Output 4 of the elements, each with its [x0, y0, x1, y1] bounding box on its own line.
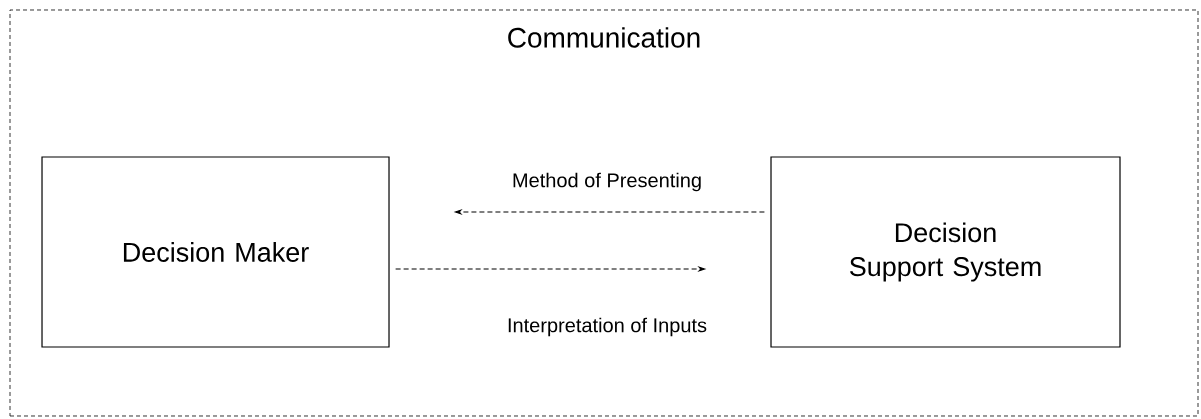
edge-label: Method of Presenting: [510, 171, 704, 193]
process-box: Decision Support System: [770, 156, 1121, 348]
process-box: Decision Maker: [41, 156, 390, 348]
edge-label: Interpretation of Inputs: [505, 316, 709, 338]
